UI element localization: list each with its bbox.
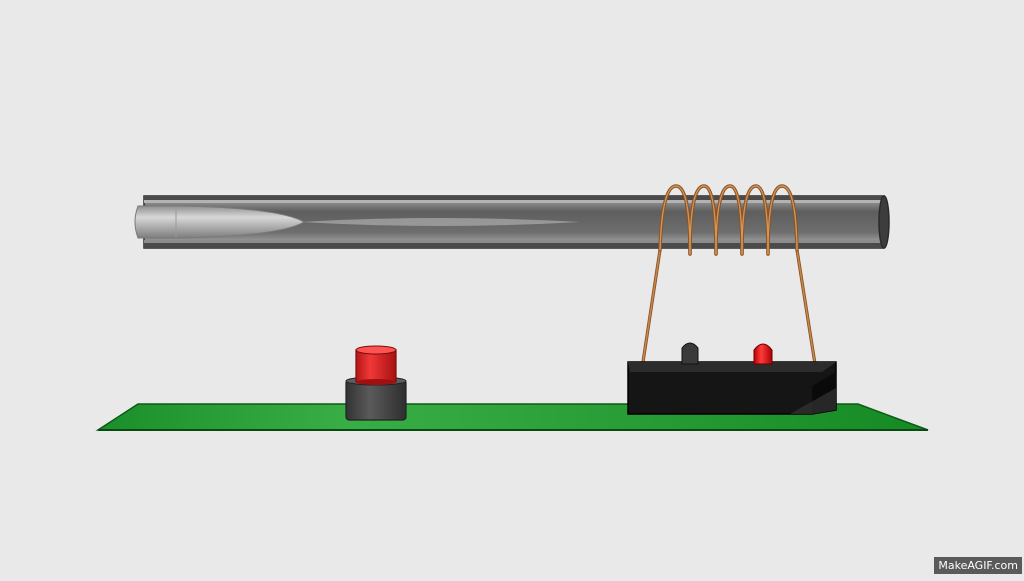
led-indicator (754, 344, 772, 364)
sensor-bump (682, 343, 698, 364)
push-button (346, 346, 406, 420)
control-module (628, 362, 836, 414)
watermark: MakeAGIF.com (934, 557, 1022, 574)
coil-lead-wires (643, 250, 815, 364)
